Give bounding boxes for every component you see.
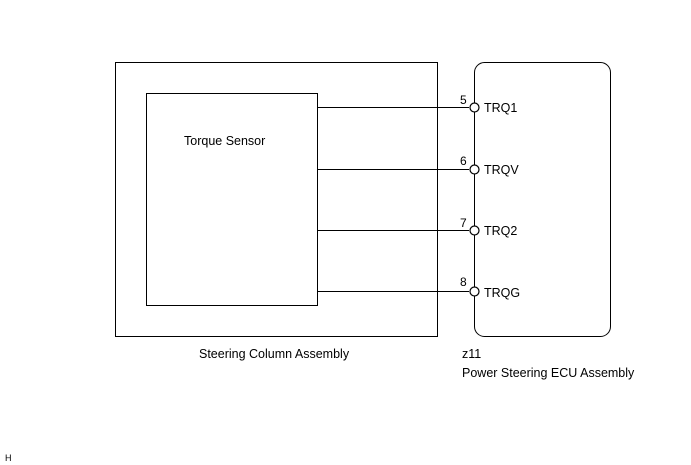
wire-trq1: 5 TRQ1: [318, 93, 517, 115]
torque-sensor-label: Torque Sensor: [184, 134, 265, 148]
pin-number: 8: [460, 275, 467, 289]
wire-trqv: 6 TRQV: [318, 154, 519, 177]
terminal-name: TRQ1: [484, 101, 517, 115]
wire-trqg: 8 TRQG: [318, 275, 520, 300]
terminal-circle: [469, 286, 480, 297]
terminal-name: TRQ2: [484, 224, 517, 238]
terminal-name: TRQG: [484, 286, 520, 300]
terminal-circle: [469, 102, 480, 113]
pin-number: 5: [460, 93, 467, 107]
pin-number: 6: [460, 154, 467, 168]
terminal-name: TRQV: [484, 163, 519, 177]
steering-column-assembly-box: [115, 62, 438, 337]
power-steering-ecu-box: [474, 62, 611, 337]
corner-mark: H: [5, 453, 12, 463]
wire-trq2: 7 TRQ2: [318, 216, 517, 238]
terminal-circle: [469, 164, 480, 175]
terminal-circle: [469, 225, 480, 236]
steering-column-assembly-label: Steering Column Assembly: [199, 347, 350, 361]
torque-sensor-box: [146, 93, 318, 306]
ecu-connector-code: z11: [462, 347, 481, 361]
ecu-assembly-label: Power Steering ECU Assembly: [462, 366, 635, 380]
pin-number: 7: [460, 216, 467, 230]
